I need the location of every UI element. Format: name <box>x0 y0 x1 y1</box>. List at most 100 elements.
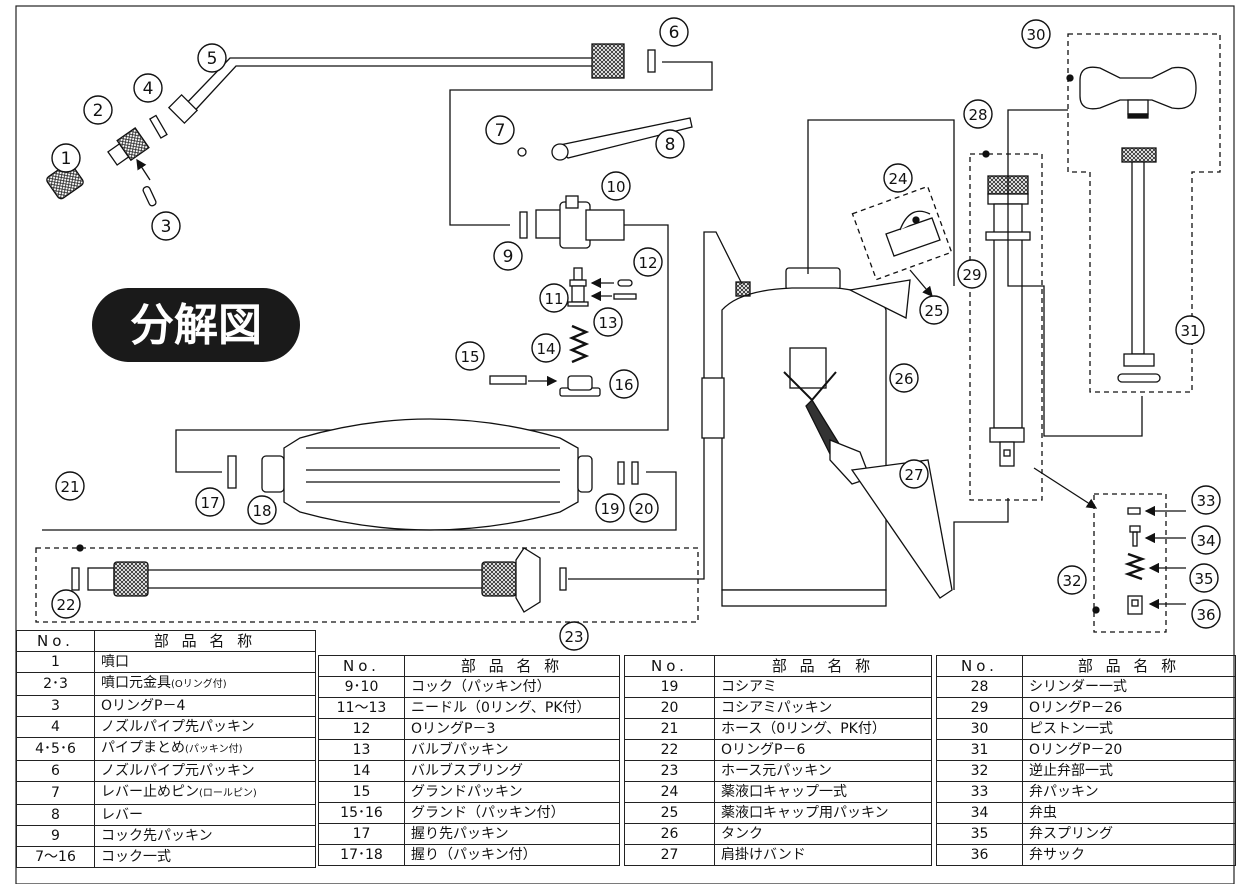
part-number: 30 <box>936 718 1023 740</box>
callout-number-4: 4 <box>143 79 154 99</box>
part-name-text: 噴口元金具 <box>101 675 171 691</box>
callout-number-20: 20 <box>634 500 653 518</box>
part-name: コシアミパッキン <box>714 697 932 719</box>
callout-number-24: 24 <box>888 170 907 188</box>
part-name: OリングP－4 <box>94 695 316 717</box>
strap-part <box>783 347 953 599</box>
callout-circle <box>133 73 163 103</box>
callout-circle <box>883 163 913 193</box>
callout-circle <box>593 307 623 337</box>
part-name: OリングP－6 <box>714 739 932 761</box>
callout-circle <box>151 211 181 241</box>
callout-number-29: 29 <box>962 266 981 284</box>
callout-circle <box>595 493 625 523</box>
callout-circle <box>531 333 561 363</box>
tank-part <box>701 267 911 607</box>
part-number: 19 <box>624 676 715 698</box>
part-number: 2･3 <box>16 672 95 696</box>
table-row: 30 ピストン一式 <box>936 718 1236 740</box>
part-number: 27 <box>624 844 715 866</box>
part-number: 13 <box>318 739 405 761</box>
part-number: 9 <box>16 825 95 847</box>
header-name: 部 品 名 称 <box>404 655 620 677</box>
part-name: ニードル（0リング、PK付） <box>404 697 620 719</box>
callout-number-31: 31 <box>1180 322 1199 340</box>
part-name-text: OリングP－3 <box>411 721 496 737</box>
part-name: 弁スプリング <box>1022 823 1236 845</box>
callout-number-9: 9 <box>503 247 514 267</box>
callout-circle <box>889 363 919 393</box>
part-number: 1 <box>16 651 95 673</box>
part-name: ホース元パッキン <box>714 760 932 782</box>
part-name-text: ピストン一式 <box>1029 721 1113 737</box>
callout-number-34: 34 <box>1196 532 1215 550</box>
header-no: No. <box>16 630 95 652</box>
part-number: 11～13 <box>318 697 405 719</box>
part-name: パイプまとめ(パッキン付) <box>94 737 316 761</box>
part-number: 7～16 <box>16 846 95 868</box>
callout-circle <box>659 17 689 47</box>
part-number: 35 <box>936 823 1023 845</box>
callout-circle <box>1191 599 1221 629</box>
part-name: 弁パッキン <box>1022 781 1236 803</box>
part-name: レバー止めピン(ロールピン) <box>94 781 316 805</box>
part-number: 26 <box>624 823 715 845</box>
header-no: No. <box>936 655 1023 677</box>
part-name: ノズルパイプ元パッキン <box>94 760 316 782</box>
part-name: ノズルパイプ先パッキン <box>94 716 316 738</box>
callout-number-21: 21 <box>60 478 79 496</box>
part-name: 噴口 <box>94 651 316 673</box>
callout-circle <box>1189 563 1219 593</box>
callout-circle <box>493 241 523 271</box>
part-name-text: ホース元パッキン <box>721 763 832 779</box>
callout-number-27: 27 <box>904 466 923 484</box>
part-number: 21 <box>624 718 715 740</box>
part-number: 9･10 <box>318 676 405 698</box>
part-note: (Oリング付) <box>171 679 227 690</box>
callout-number-33: 33 <box>1196 492 1215 510</box>
callout-circle <box>601 171 631 201</box>
header-no: No. <box>318 655 405 677</box>
part-number: 7 <box>16 781 95 805</box>
part-name: シリンダー一式 <box>1022 676 1236 698</box>
part-name-text: 弁虫 <box>1029 805 1057 821</box>
part-name: 弁虫 <box>1022 802 1236 824</box>
part-name-text: OリングP－20 <box>1029 742 1123 758</box>
part-name: 握り先パッキン <box>404 823 620 845</box>
callout-number-15: 15 <box>460 348 479 366</box>
part-name-text: OリングP－4 <box>101 698 186 714</box>
callout-circle <box>197 43 227 73</box>
callout-circle <box>195 487 225 517</box>
part-number: 23 <box>624 760 715 782</box>
part-name-text: 薬液口キャップ一式 <box>721 784 847 800</box>
part-number: 17･18 <box>318 844 405 866</box>
part-number: 28 <box>936 676 1023 698</box>
callout-number-28: 28 <box>968 106 987 124</box>
part-name-text: 弁パッキン <box>1029 784 1099 800</box>
callout-number-16: 16 <box>614 376 633 394</box>
callout-circle <box>1021 19 1051 49</box>
callout-number-18: 18 <box>252 502 271 520</box>
title-badge: 分解図 <box>92 288 300 362</box>
callout-circle <box>609 369 639 399</box>
